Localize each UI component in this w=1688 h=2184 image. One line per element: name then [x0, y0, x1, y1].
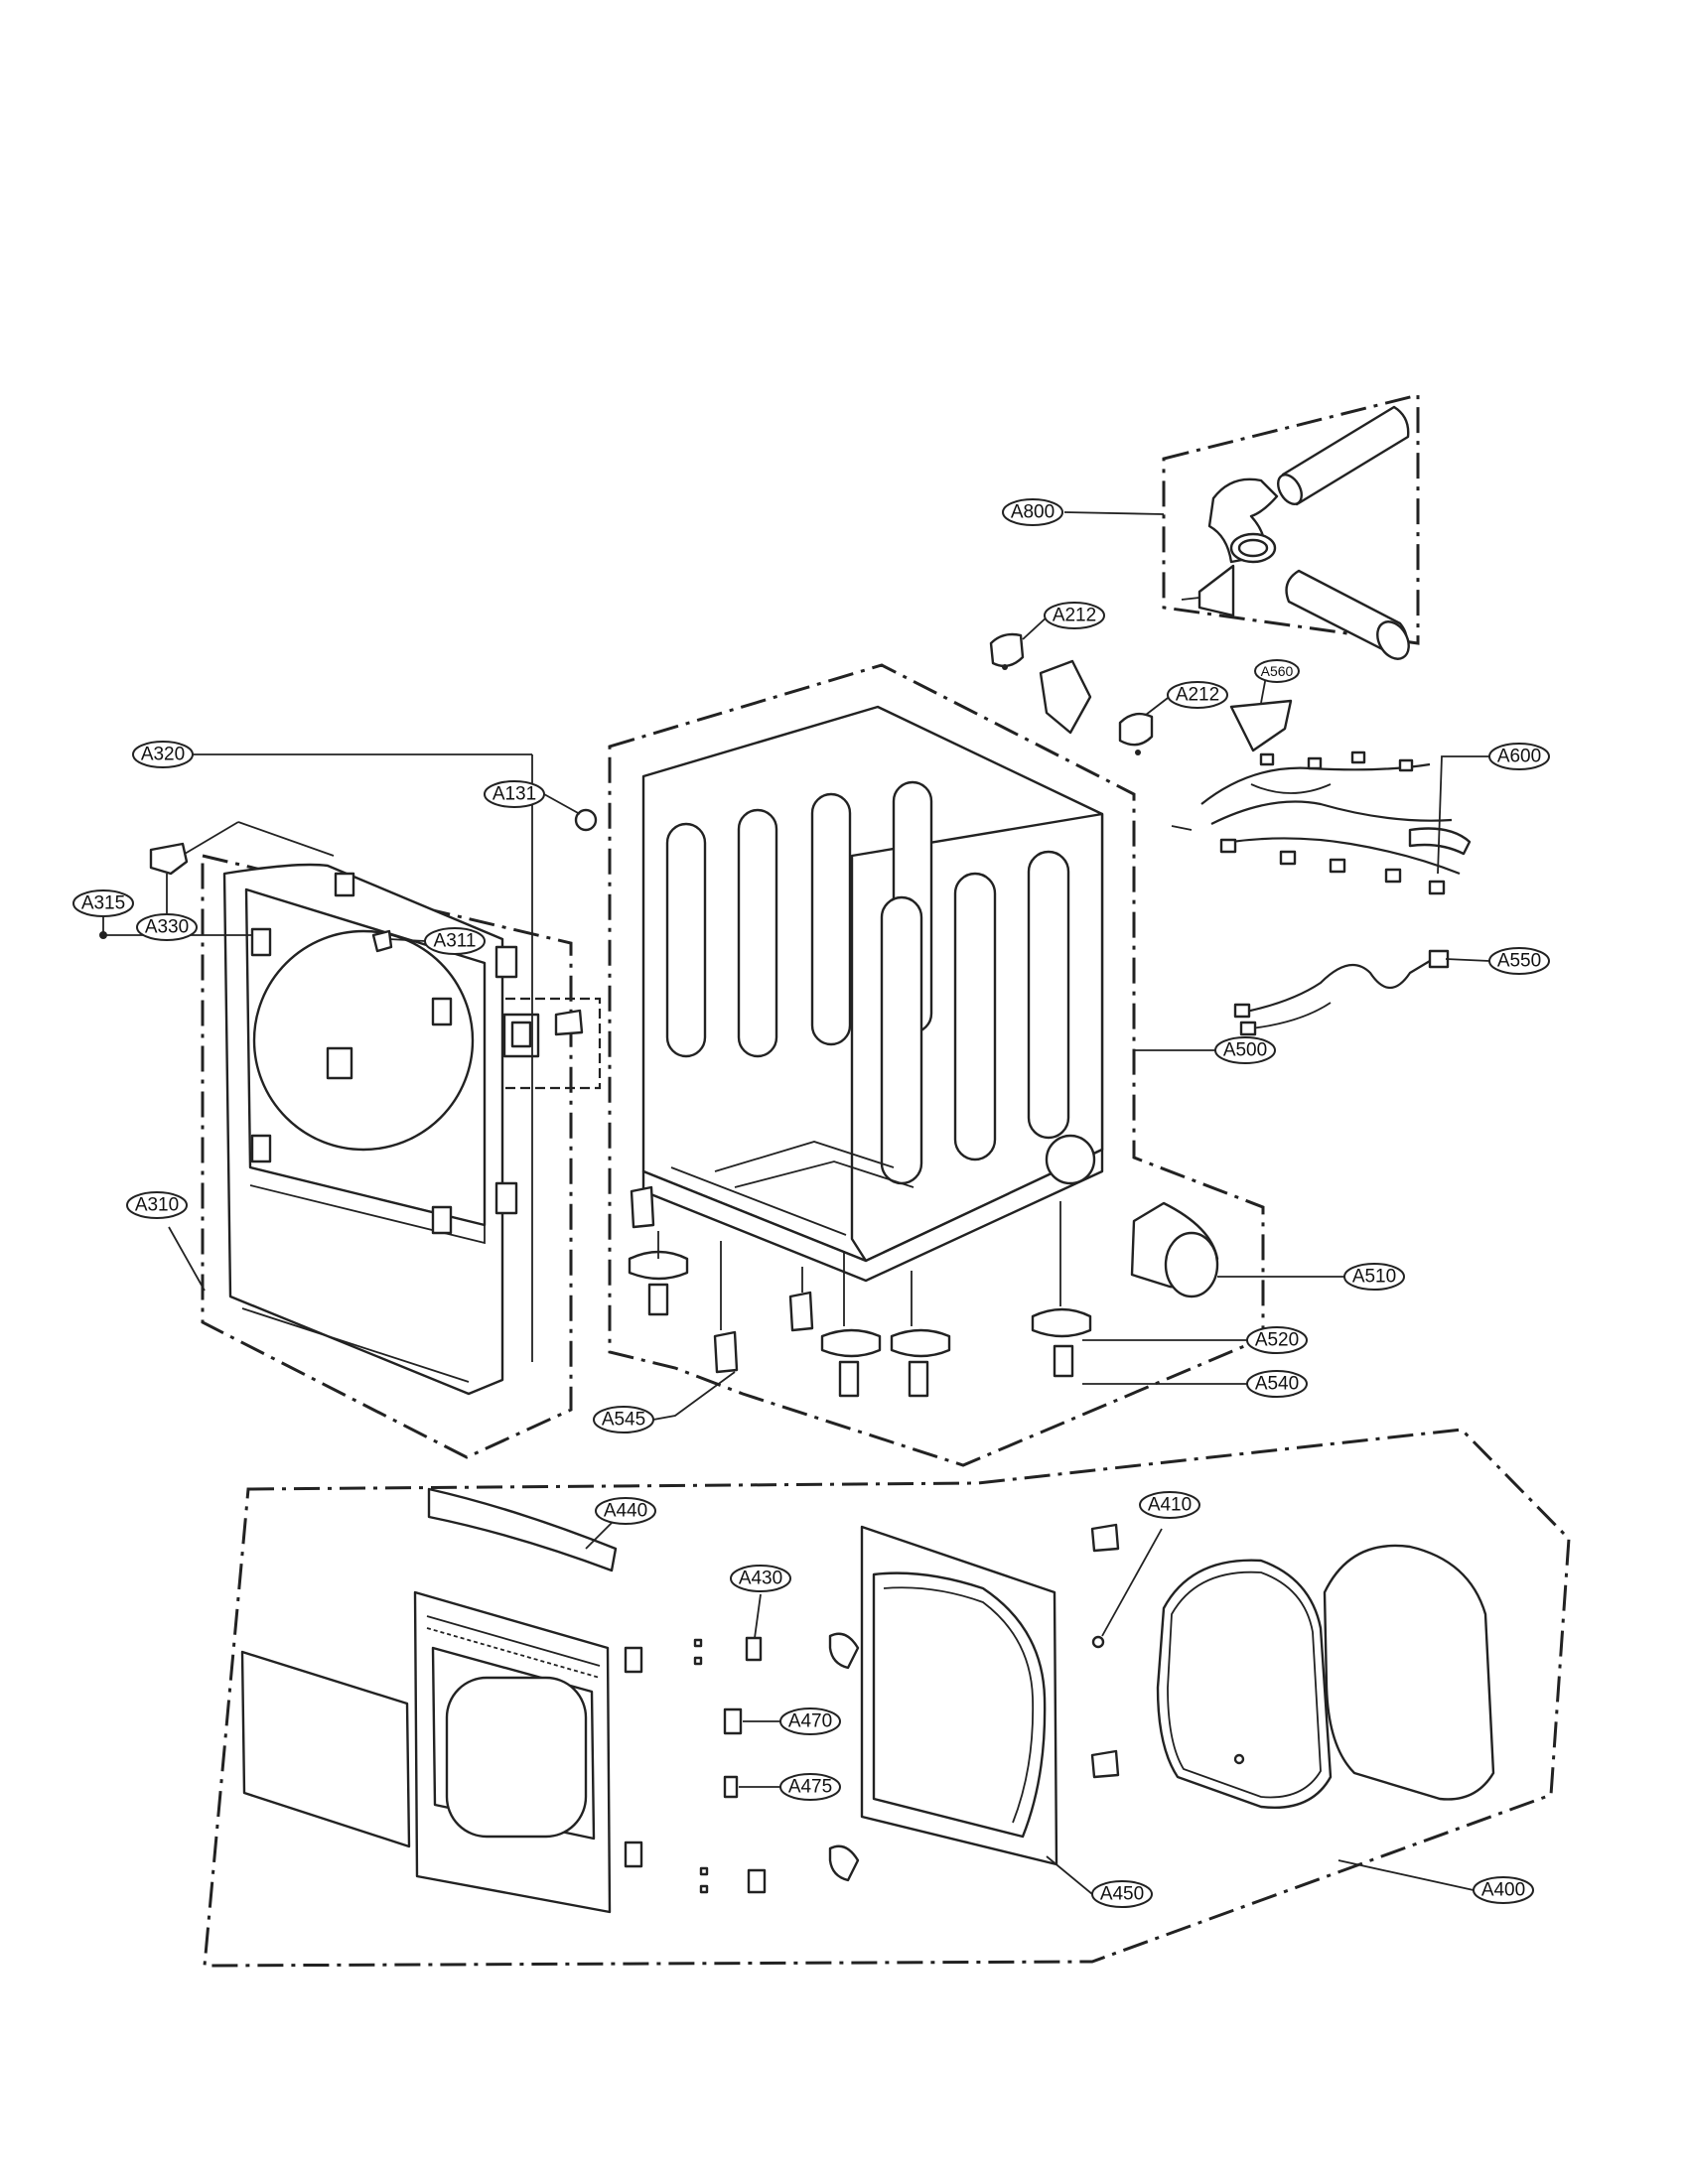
vent-kit-parts	[1181, 405, 1410, 660]
callout-label: A212	[1053, 606, 1096, 626]
callout-label: A310	[135, 1195, 179, 1216]
callout-a470: A470	[779, 1707, 841, 1735]
callout-a800: A800	[1002, 498, 1063, 526]
callout-label: A510	[1352, 1267, 1396, 1288]
cabinet-parts	[574, 705, 1219, 1398]
sensors-and-harness	[989, 632, 1472, 1036]
callout-a540: A540	[1246, 1370, 1308, 1398]
callout-a330: A330	[136, 913, 198, 941]
callout-a310: A310	[126, 1191, 188, 1219]
callout-a315: A315	[72, 889, 134, 917]
callout-label: A545	[602, 1410, 645, 1431]
callout-label: A550	[1497, 951, 1541, 972]
callout-label: A500	[1223, 1040, 1267, 1061]
callout-a550: A550	[1488, 947, 1550, 975]
callout-label: A560	[1261, 663, 1294, 679]
callout-a475: A475	[779, 1773, 841, 1801]
callout-a600: A600	[1488, 743, 1550, 770]
callout-label: A212	[1176, 685, 1219, 706]
callout-a450: A450	[1091, 1880, 1153, 1908]
callout-label: A440	[604, 1501, 647, 1522]
group-outline-front-panel	[201, 854, 573, 1459]
callout-a440: A440	[595, 1497, 656, 1525]
callout-label: A800	[1011, 502, 1055, 523]
callout-a320: A320	[132, 741, 194, 768]
callout-label: A540	[1255, 1374, 1299, 1395]
callout-a500: A500	[1214, 1036, 1276, 1064]
callout-a400: A400	[1473, 1876, 1534, 1904]
callout-a520: A520	[1246, 1326, 1308, 1354]
callout-label: A450	[1100, 1884, 1144, 1905]
group-outline-vent-kit	[1162, 393, 1420, 645]
callout-label: A470	[788, 1711, 832, 1732]
front-panel-parts	[99, 821, 584, 1396]
callout-label: A311	[434, 931, 477, 952]
callout-a212-upper: A212	[1044, 602, 1105, 629]
callout-label: A520	[1255, 1330, 1299, 1351]
callout-label: A330	[145, 917, 189, 938]
callout-label: A475	[788, 1777, 832, 1798]
callout-a410: A410	[1139, 1491, 1200, 1519]
callout-a212-lower: A212	[1167, 681, 1228, 709]
callout-label: A131	[492, 784, 536, 805]
callout-label: A400	[1481, 1880, 1525, 1901]
group-outline-door-assembly	[203, 1428, 1571, 1968]
callout-a560: A560	[1254, 659, 1300, 683]
callout-a311: A311	[424, 927, 486, 955]
callout-a510: A510	[1343, 1263, 1405, 1291]
callout-label: A315	[81, 893, 125, 914]
callout-label: A320	[141, 745, 185, 765]
door-assembly-parts	[240, 1487, 1495, 1914]
callout-label: A600	[1497, 747, 1541, 767]
callout-label: A410	[1148, 1495, 1192, 1516]
callout-label: A430	[739, 1569, 782, 1589]
callout-a131: A131	[484, 780, 545, 808]
callout-a430: A430	[730, 1565, 791, 1592]
callout-a545: A545	[593, 1406, 654, 1433]
